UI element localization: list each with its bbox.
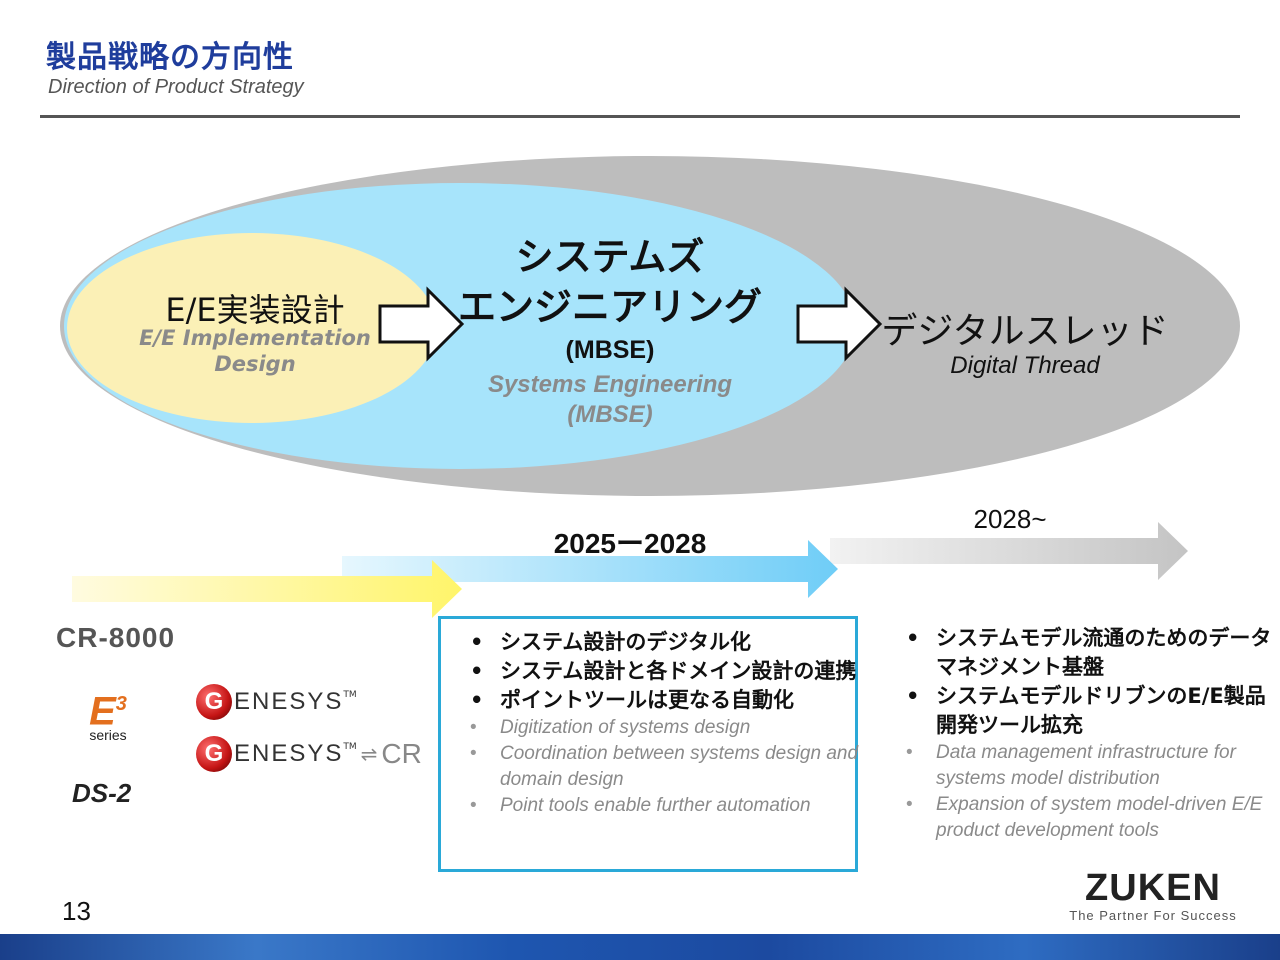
footer-band — [0, 934, 1280, 960]
mbse-abbreviation: (MBSE) — [565, 336, 655, 364]
list-item: Point tools enable further automation — [456, 793, 860, 819]
arrow-ee-to-mbse — [378, 286, 465, 362]
page-subtitle: Direction of Product Strategy — [48, 76, 304, 98]
arrow-mbse-to-thread — [796, 286, 883, 362]
timeline-arrow-2 — [342, 540, 838, 598]
mbse-subtitle-line2: (MBSE) — [567, 401, 653, 428]
ds2-logo: DS-2 — [72, 778, 132, 808]
genesys-wordmark: ENESYS — [234, 740, 344, 767]
ee-stage-title: E/E実装設計 — [165, 291, 345, 329]
e3-superscript: 3 — [115, 693, 127, 715]
list-item: システム設計のデジタル化 — [456, 628, 860, 657]
bidirectional-arrow-icon: ⇌ — [360, 742, 378, 766]
genesys-g-icon: G — [196, 736, 232, 772]
ee-stage-subtitle-line1: E/E Implementation — [139, 326, 371, 350]
e3-letter: E — [89, 689, 116, 734]
list-item: システムモデル流通のためのデータマネジメント基盤 — [892, 624, 1272, 682]
genesys-trademark: TM — [343, 690, 357, 700]
ee-stage-subtitle-line2: Design — [214, 352, 296, 376]
digital-thread-subtitle: Digital Thread — [950, 352, 1100, 379]
mbse-subtitle-line1: Systems Engineering — [487, 371, 733, 398]
list-item: システムモデルドリブンのE/E製品開発ツール拡充 — [892, 682, 1272, 740]
zuken-wordmark: ZUKEN — [1085, 867, 1221, 909]
list-item: システム設計と各ドメイン設計の連携 — [456, 657, 860, 686]
digital-thread-title: デジタルスレッド — [881, 311, 1169, 352]
cr8000-logo: CR-8000 — [56, 622, 176, 653]
mbse-title-line2: エンジニアリング — [457, 285, 762, 329]
mbse-title-line1: システムズ — [515, 235, 705, 279]
timeline-period-2: 2028~ — [973, 504, 1047, 534]
phase2-bullet-list: システムモデル流通のためのデータマネジメント基盤 システムモデルドリブンのE/E… — [892, 624, 1272, 844]
genesys-wordmark: ENESYS — [234, 688, 344, 715]
e3-series-label: series — [89, 727, 127, 744]
page-title: 製品戦略の方向性 — [46, 40, 294, 75]
zuken-tagline: The Partner For Success — [1069, 908, 1237, 923]
list-item: ポイントツールは更なる自動化 — [456, 686, 860, 715]
phase1-bullet-list: システム設計のデジタル化 システム設計と各ドメイン設計の連携 ポイントツールは更… — [456, 628, 860, 819]
strategy-diagram — [60, 156, 1240, 618]
timeline-arrow-3 — [830, 522, 1188, 580]
ee-stage-subtitle: E/E Implementation Design — [120, 325, 390, 377]
genesys-cr-logo: G ENESYS TM ⇌ CR — [196, 736, 422, 772]
list-item: Expansion of system model-driven E/E pro… — [892, 792, 1272, 844]
page-number: 13 — [62, 896, 91, 926]
zuken-logo: ZUKEN The Partner For Success — [1058, 868, 1248, 923]
list-item: Digitization of systems design — [456, 715, 860, 741]
mbse-stage-title: システムズ エンジニアリング — [430, 232, 790, 332]
genesys-trademark: TM — [343, 742, 357, 752]
timeline-period-1: 2025ー2028 — [553, 528, 707, 559]
list-item: Data management infrastructure for syste… — [892, 740, 1272, 792]
list-item: Coordination between systems design and … — [456, 741, 860, 793]
ee-ellipse — [67, 233, 437, 423]
genesys-logo: G ENESYS TM — [196, 684, 357, 720]
e3-mark: E3 — [80, 684, 136, 731]
mbse-stage-subtitle: Systems Engineering (MBSE) — [430, 370, 790, 430]
header-divider — [40, 115, 1240, 118]
e3-series-logo: E3 series — [80, 684, 136, 743]
timeline-arrow-1 — [72, 560, 462, 618]
cr-wordmark: CR — [381, 738, 422, 769]
genesys-g-icon: G — [196, 684, 232, 720]
